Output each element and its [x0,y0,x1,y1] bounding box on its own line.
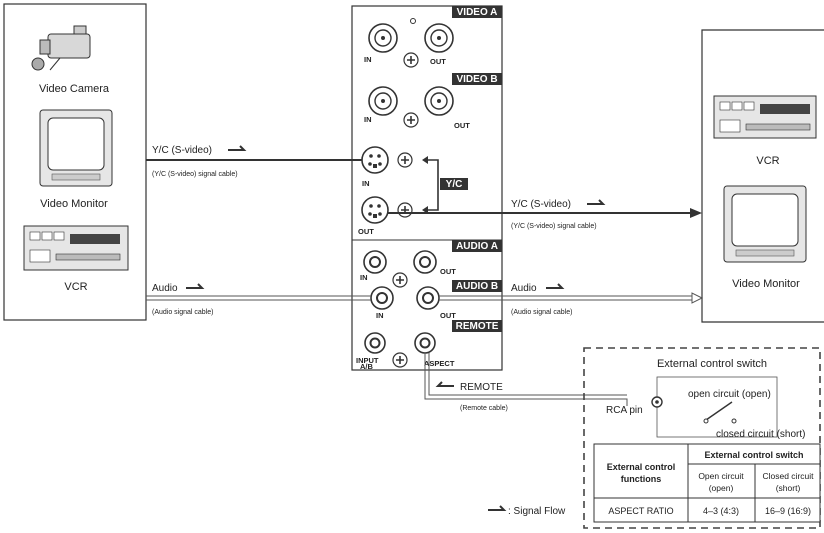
table-col1-line1: Open circuit [698,471,744,481]
table-row-header-2: functions [621,474,662,484]
audio-out-arrowhead [691,292,704,304]
external-switch-section: External control switch RCA pin open cir… [583,347,821,529]
yc-out-label: OUT [358,227,374,236]
connector-panel: VIDEO A VIDEO B AUDIO A AUDIO B REMOTE I… [351,5,503,371]
legend: : Signal Flow [488,505,566,517]
cables: Y/C (S-video) (Y/C (S-video) signal cabl… [146,145,704,412]
audio-a-in-label: IN [360,273,368,282]
video-b-header: VIDEO B [456,74,497,85]
vcr-icon [23,225,129,271]
yc-in-jack[interactable] [361,146,389,174]
table-row-label: ASPECT RATIO [608,506,673,516]
signal-flow-arrow-icon [587,199,606,205]
video-b-out-label: OUT [454,121,470,130]
vcr-icon [713,95,817,139]
audio-in-cable-label: Audio [152,283,178,294]
remote-cable [424,353,628,406]
right-monitor-label: Video Monitor [732,278,800,290]
signal-flow-arrow-icon [488,505,507,511]
switch-lever [705,401,733,421]
video-a-in-label: IN [364,55,372,64]
aspect-label: ASPECT [424,359,455,368]
table-row-header-1: External control [607,462,676,472]
input-ab-label-2: A/B [360,362,374,371]
signal-flow-arrow-icon [228,145,247,151]
video-b-in-label: IN [364,115,372,124]
yc-in-cable-caption: (Y/C (S-video) signal cable) [152,171,238,178]
right-device-group: VCR Video Monitor [701,29,824,323]
signal-flow-arrow-icon [546,283,565,289]
signal-flow-arrow-icon [435,381,454,387]
yc-bracket [428,159,439,211]
audio-out-cable-label: Audio [511,283,537,294]
video-a-header: VIDEO A [457,7,498,18]
table-col2-line2: (short) [776,483,801,493]
table-col-group-header: External control switch [704,450,803,460]
closed-circuit-label: closed circuit (short) [716,429,805,440]
yc-out-cable-label: Y/C (S-video) [511,199,571,210]
yc-badge: Y/C [446,179,463,190]
signal-flow-arrow-icon [186,283,205,289]
video-monitor-label: Video Monitor [40,198,108,210]
audio-b-in-jack[interactable] [370,286,394,310]
remote-header: REMOTE [456,321,499,332]
yc-out-arrowhead [690,208,702,218]
aspect-jack[interactable] [414,332,436,354]
left-vcr-label: VCR [64,281,87,293]
yc-in-cable-label: Y/C (S-video) [152,145,212,156]
audio-b-out-jack[interactable] [416,286,440,310]
external-control-table: External control functions External cont… [593,443,821,523]
table-col2-line1: Closed circuit [762,471,814,481]
audio-a-in-jack[interactable] [363,250,387,274]
audio-out-cable-caption: (Audio signal cable) [511,309,572,316]
panel-frame [351,5,503,371]
open-circuit-label: open circuit (open) [688,389,771,400]
rca-pin-label: RCA pin [606,405,643,416]
video-a-in-jack[interactable] [368,23,398,53]
left-device-group: Video Camera Video Monitor VCR [3,3,147,321]
signal-flow-legend-label: : Signal Flow [508,506,566,517]
audio-b-header: AUDIO B [456,281,498,292]
video-camera-label: Video Camera [39,83,110,95]
audio-b-in-label: IN [376,311,384,320]
table-col1-line2: (open) [709,483,734,493]
external-switch-dashed-box [583,347,821,529]
input-ab-jack[interactable] [364,332,386,354]
video-b-out-jack[interactable] [424,86,454,116]
audio-b-out-label: OUT [440,311,456,320]
external-switch-title: External control switch [657,358,767,370]
yc-out-jack[interactable] [361,196,389,224]
audio-a-header: AUDIO A [456,241,498,252]
video-a-out-jack[interactable] [424,23,454,53]
video-b-in-jack[interactable] [368,86,398,116]
yc-in-label: IN [362,179,370,188]
remote-cable-caption: (Remote cable) [460,405,508,412]
video-a-out-label: OUT [430,57,446,66]
table-row-value-1: 4–3 (4:3) [703,506,739,516]
video-monitor-icon [723,185,807,263]
table-row-value-2: 16–9 (16:9) [765,506,811,516]
audio-a-out-jack[interactable] [413,250,437,274]
right-vcr-label: VCR [756,155,779,167]
audio-in-cable-caption: (Audio signal cable) [152,309,213,316]
remote-cable-label: REMOTE [460,382,503,393]
yc-out-cable-caption: (Y/C (S-video) signal cable) [511,223,597,230]
video-camera-icon [31,25,91,71]
video-monitor-icon [39,109,113,187]
input-ab-label-1: INPUT [356,356,379,365]
audio-a-out-label: OUT [440,267,456,276]
